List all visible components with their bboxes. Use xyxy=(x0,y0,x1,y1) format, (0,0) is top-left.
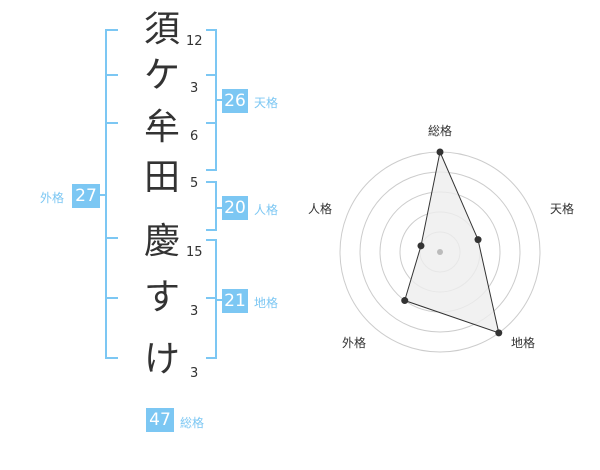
tenkaku-value: 26 xyxy=(222,89,248,113)
soukaku-label: 総格 xyxy=(180,416,205,430)
radar-axis-label-5: 人格 xyxy=(308,202,333,216)
radar-axis-label-4: 外格 xyxy=(342,336,367,350)
radar-axis-label-1: 総格 xyxy=(428,124,453,138)
chikaku-label: 地格 xyxy=(254,296,279,310)
radar-polygon xyxy=(404,150,500,334)
stroke-count-6: 3 xyxy=(190,304,199,319)
stroke-count-7: 3 xyxy=(190,366,199,381)
jinkaku-bracket xyxy=(206,181,217,231)
radar-axis-label-3: 地格 xyxy=(511,336,536,350)
gaikaku-value: 27 xyxy=(72,184,100,208)
radar-point xyxy=(495,329,503,337)
jinkaku-value: 20 xyxy=(222,196,248,220)
stroke-count-5: 15 xyxy=(186,245,203,260)
radar-axis-label-2: 天格 xyxy=(550,202,575,216)
gaikaku-label: 外格 xyxy=(40,191,65,205)
chikaku-value: 21 xyxy=(222,289,248,313)
tenkaku-label: 天格 xyxy=(254,96,279,110)
radar-point xyxy=(417,242,425,250)
name-char-3: 牟 xyxy=(143,107,180,148)
soukaku-value: 47 xyxy=(146,408,174,432)
name-char-1: 須 xyxy=(143,9,180,50)
jinkaku-label: 人格 xyxy=(254,203,279,217)
stroke-count-3: 6 xyxy=(190,129,199,144)
radar-point xyxy=(401,297,409,305)
radar-point xyxy=(474,236,482,244)
stroke-count-1: 12 xyxy=(186,34,203,49)
stroke-count-2: 3 xyxy=(190,81,199,96)
name-char-6: す xyxy=(143,277,180,318)
name-char-5: 慶 xyxy=(143,221,180,262)
name-char-2: ケ xyxy=(143,55,180,96)
stroke-count-4: 5 xyxy=(190,176,199,191)
radar-point xyxy=(436,148,444,156)
name-char-4: 田 xyxy=(143,157,180,198)
radar-center xyxy=(437,249,443,255)
name-char-7: け xyxy=(143,339,180,380)
